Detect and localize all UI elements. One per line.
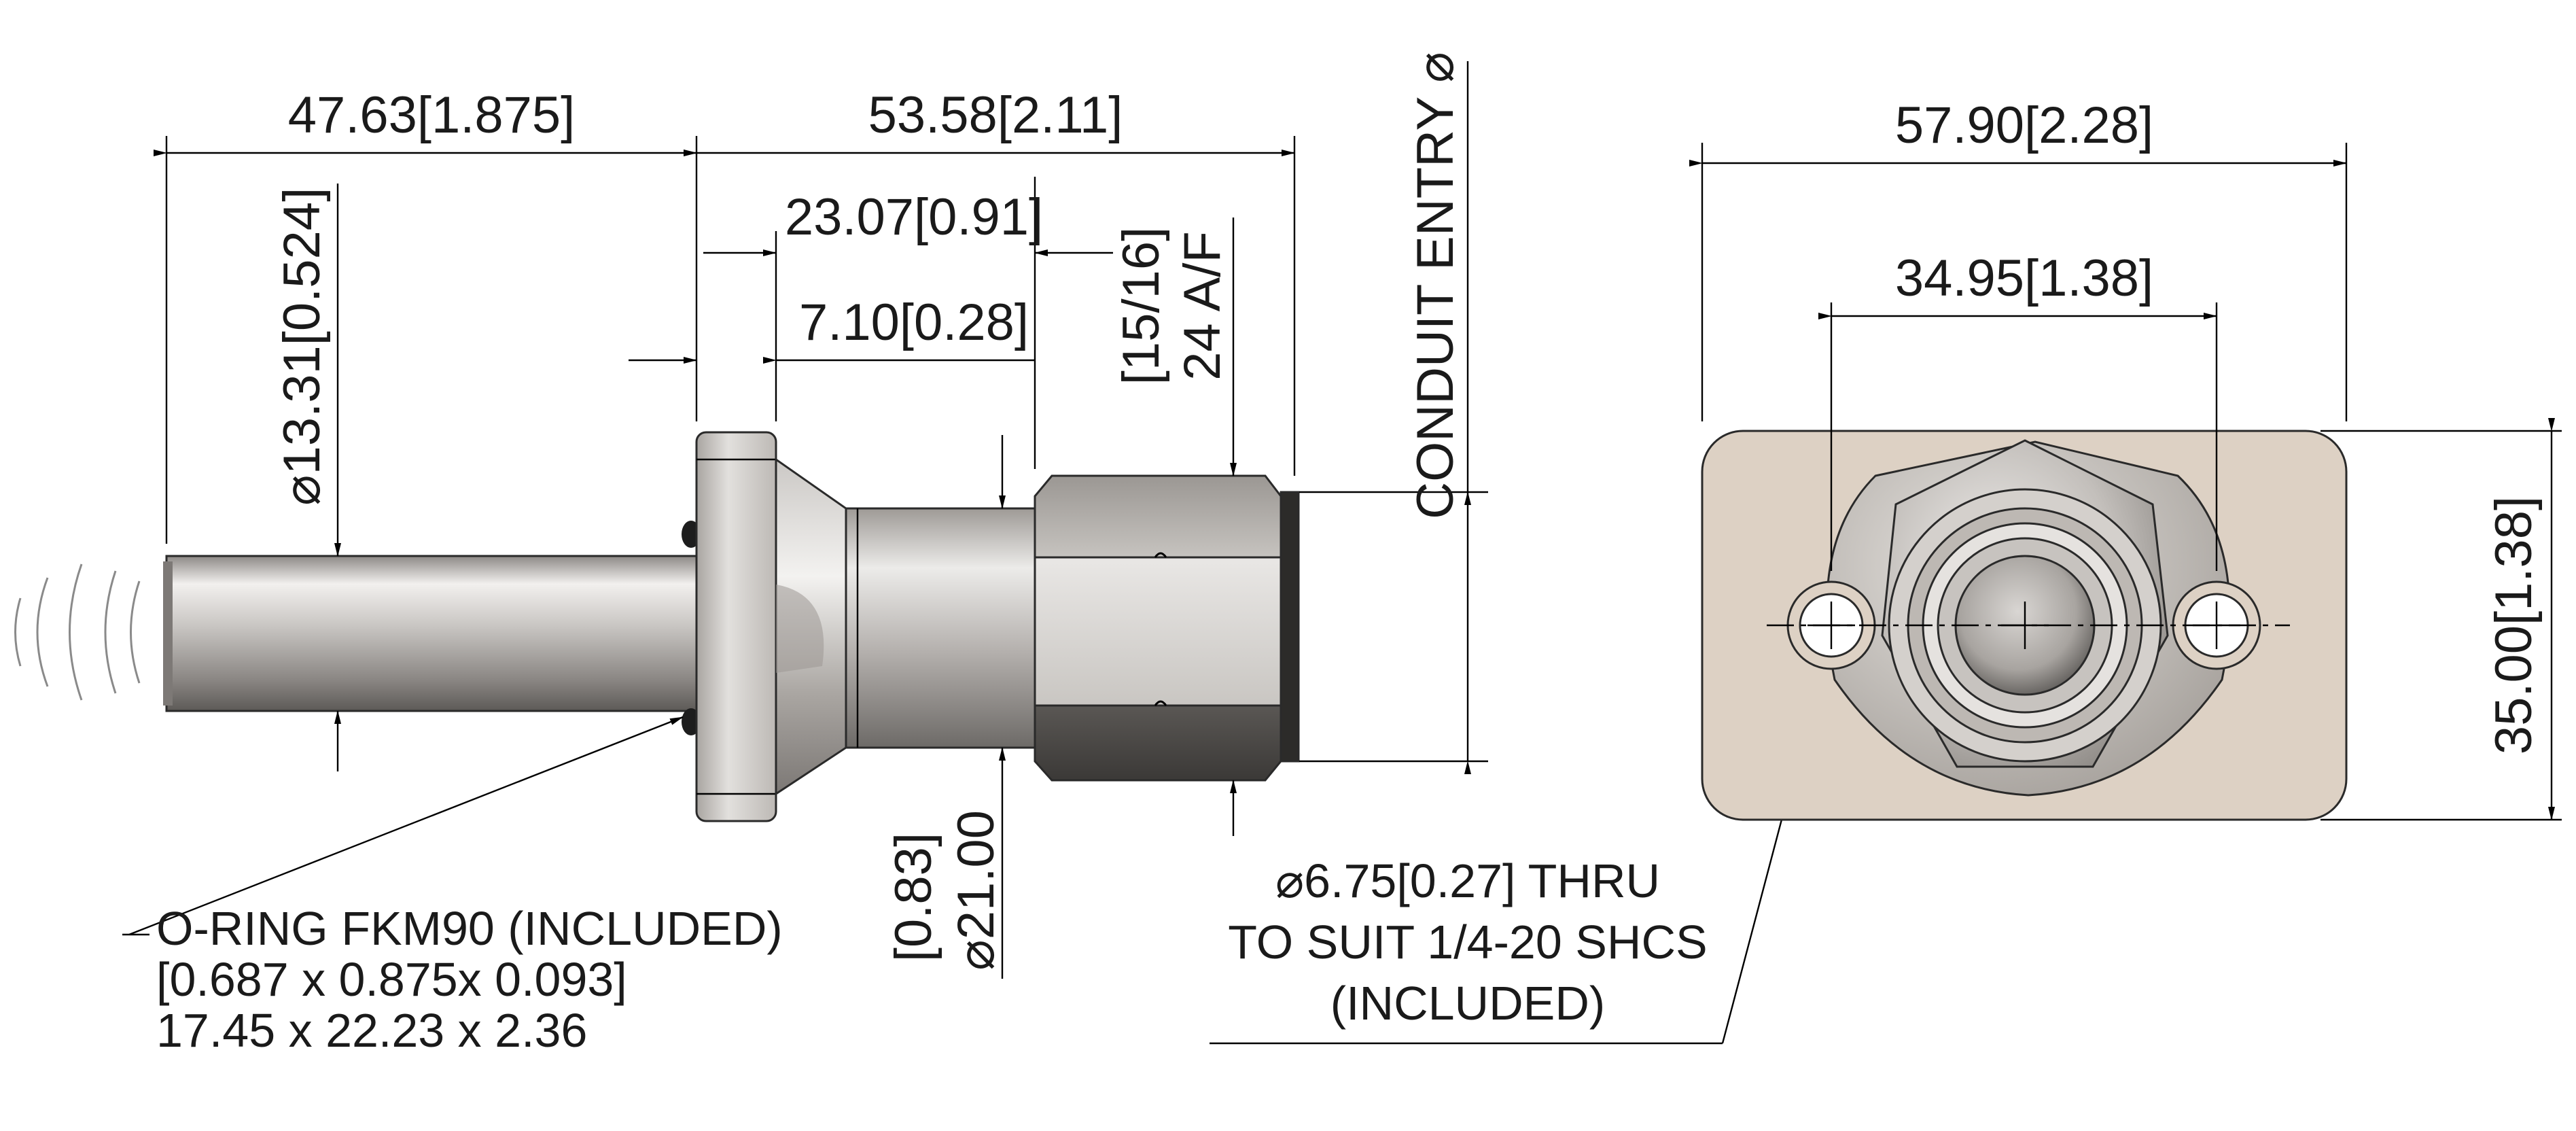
dim-neck-length: 23.07[0.91] [785, 188, 1043, 246]
sensor-body [845, 507, 1036, 749]
mounting-flange [695, 431, 777, 822]
hole-note-line2: TO SUIT 1/4-20 SHCS [1228, 916, 1707, 969]
end-view: 57.90[2.28] 34.95[1.38] 35.00[1.38] [1689, 97, 2562, 821]
oring-note-line2: [0.687 x 0.875x 0.093] [156, 953, 627, 1006]
dim-hole-spacing: 34.95[1.38] [1895, 249, 2153, 307]
conduit-thread-end [1280, 491, 1300, 763]
oring-note-line3: 17.45 x 22.23 x 2.36 [156, 1004, 587, 1057]
dim-conduit-entry: CONDUIT ENTRY ⌀ [1407, 52, 1464, 519]
probe-shaft [165, 555, 698, 712]
hole-note-line1: ⌀6.75[0.27] THRU [1275, 854, 1660, 907]
hex-nut [1034, 474, 1282, 782]
dim-probe-diameter: ⌀13.31[0.524] [273, 188, 331, 506]
hole-note-line3: (INCLUDED) [1330, 977, 1605, 1030]
dim-body-dia-in: [0.83] [885, 833, 942, 962]
side-view: 47.63[1.875] 53.58[2.11] 23.07[0.91] 7.1… [14, 52, 1824, 1057]
dim-flange-height: 35.00[1.38] [2485, 496, 2543, 754]
dim-flange-to-hex: 7.10[0.28] [799, 294, 1029, 351]
probe-tip [163, 561, 173, 706]
oring-note-line1: O-RING FKM90 (INCLUDED) [156, 902, 783, 955]
sensing-field-arcs [14, 563, 141, 701]
dim-body-dia-mm: ⌀21.00 [947, 810, 1005, 971]
dim-overall-left: 47.63[1.875] [288, 86, 576, 144]
dim-hex-af-in: [15/16] [1112, 227, 1170, 385]
dim-overall-right: 53.58[2.11] [868, 86, 1123, 144]
dim-hex-af-mm: 24 A/F [1174, 231, 1231, 381]
dim-flange-width: 57.90[2.28] [1895, 97, 2153, 154]
